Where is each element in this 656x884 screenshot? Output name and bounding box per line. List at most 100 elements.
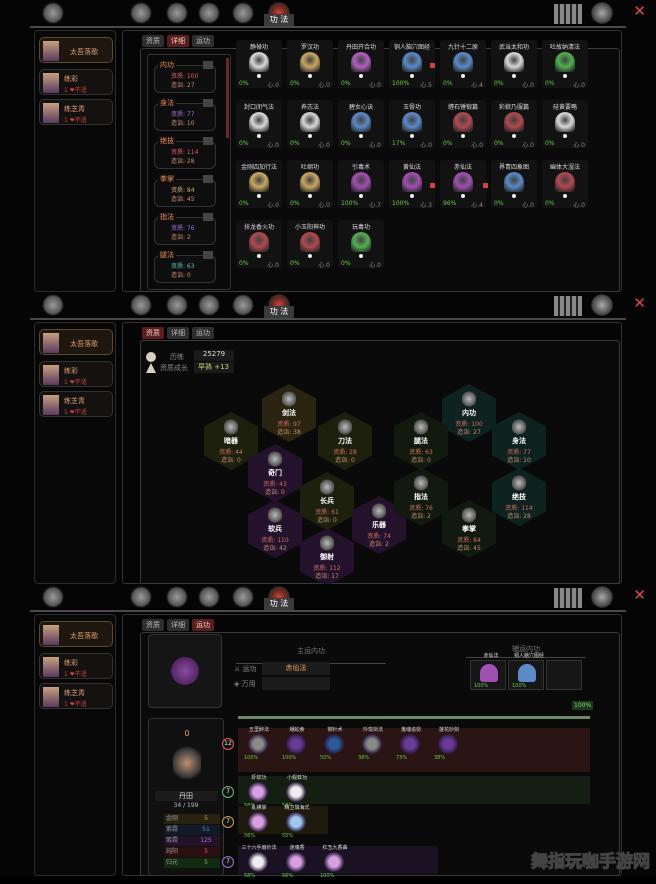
books-icon[interactable] [554,296,582,316]
nav-icon-2[interactable] [166,2,188,24]
tab-gongfa[interactable]: 功 法 [264,598,294,610]
tab-zizhi[interactable]: 资质 [142,327,164,339]
tab-yungong[interactable]: 运功 [192,619,214,631]
nav-icon-4[interactable] [232,294,254,316]
tab-xiangxi[interactable]: 详细 [167,35,189,47]
tab-yungong[interactable]: 运功 [192,35,214,47]
tab-zizhi[interactable]: 资质 [142,35,164,47]
yungong-value[interactable]: 赤仙法 [262,662,330,675]
dragon-icon[interactable] [590,2,614,24]
nav-icon-2[interactable] [166,586,188,608]
dragon-icon[interactable] [590,294,614,316]
scrollbar[interactable] [226,58,229,138]
tab-gongfa[interactable]: 功 法 [264,14,294,26]
nav-icon-3[interactable] [198,2,220,24]
main-neigong-slot[interactable] [148,634,222,708]
aux-slot[interactable] [546,660,582,690]
team-icon[interactable] [42,586,64,608]
wanfa-value[interactable] [262,677,330,690]
nav-icon-3[interactable] [198,586,220,608]
nav-icon-4[interactable] [232,2,254,24]
books-icon[interactable] [554,4,582,24]
nav-icon-1[interactable] [130,294,152,316]
books-icon[interactable] [554,588,582,608]
dragon-icon[interactable] [590,586,614,608]
close-icon[interactable]: ✕ [633,2,646,20]
nav-icon-2[interactable] [166,294,188,316]
tab-yungong[interactable]: 运功 [192,327,214,339]
character-card[interactable]: 太吾落歌 [39,329,113,355]
tab-xiangxi[interactable]: 详细 [167,619,189,631]
close-icon[interactable]: ✕ [633,586,646,604]
character-card[interactable]: 太吾落歌 [39,621,113,647]
tab-gongfa[interactable]: 功 法 [264,306,294,318]
tab-xiangxi[interactable]: 详细 [167,327,189,339]
nav-icon-1[interactable] [130,2,152,24]
team-icon[interactable] [42,294,64,316]
tab-zizhi[interactable]: 资质 [142,619,164,631]
character-card[interactable]: 太吾落歌 [39,37,113,63]
nav-icon-1[interactable] [130,586,152,608]
nav-icon-4[interactable] [232,586,254,608]
